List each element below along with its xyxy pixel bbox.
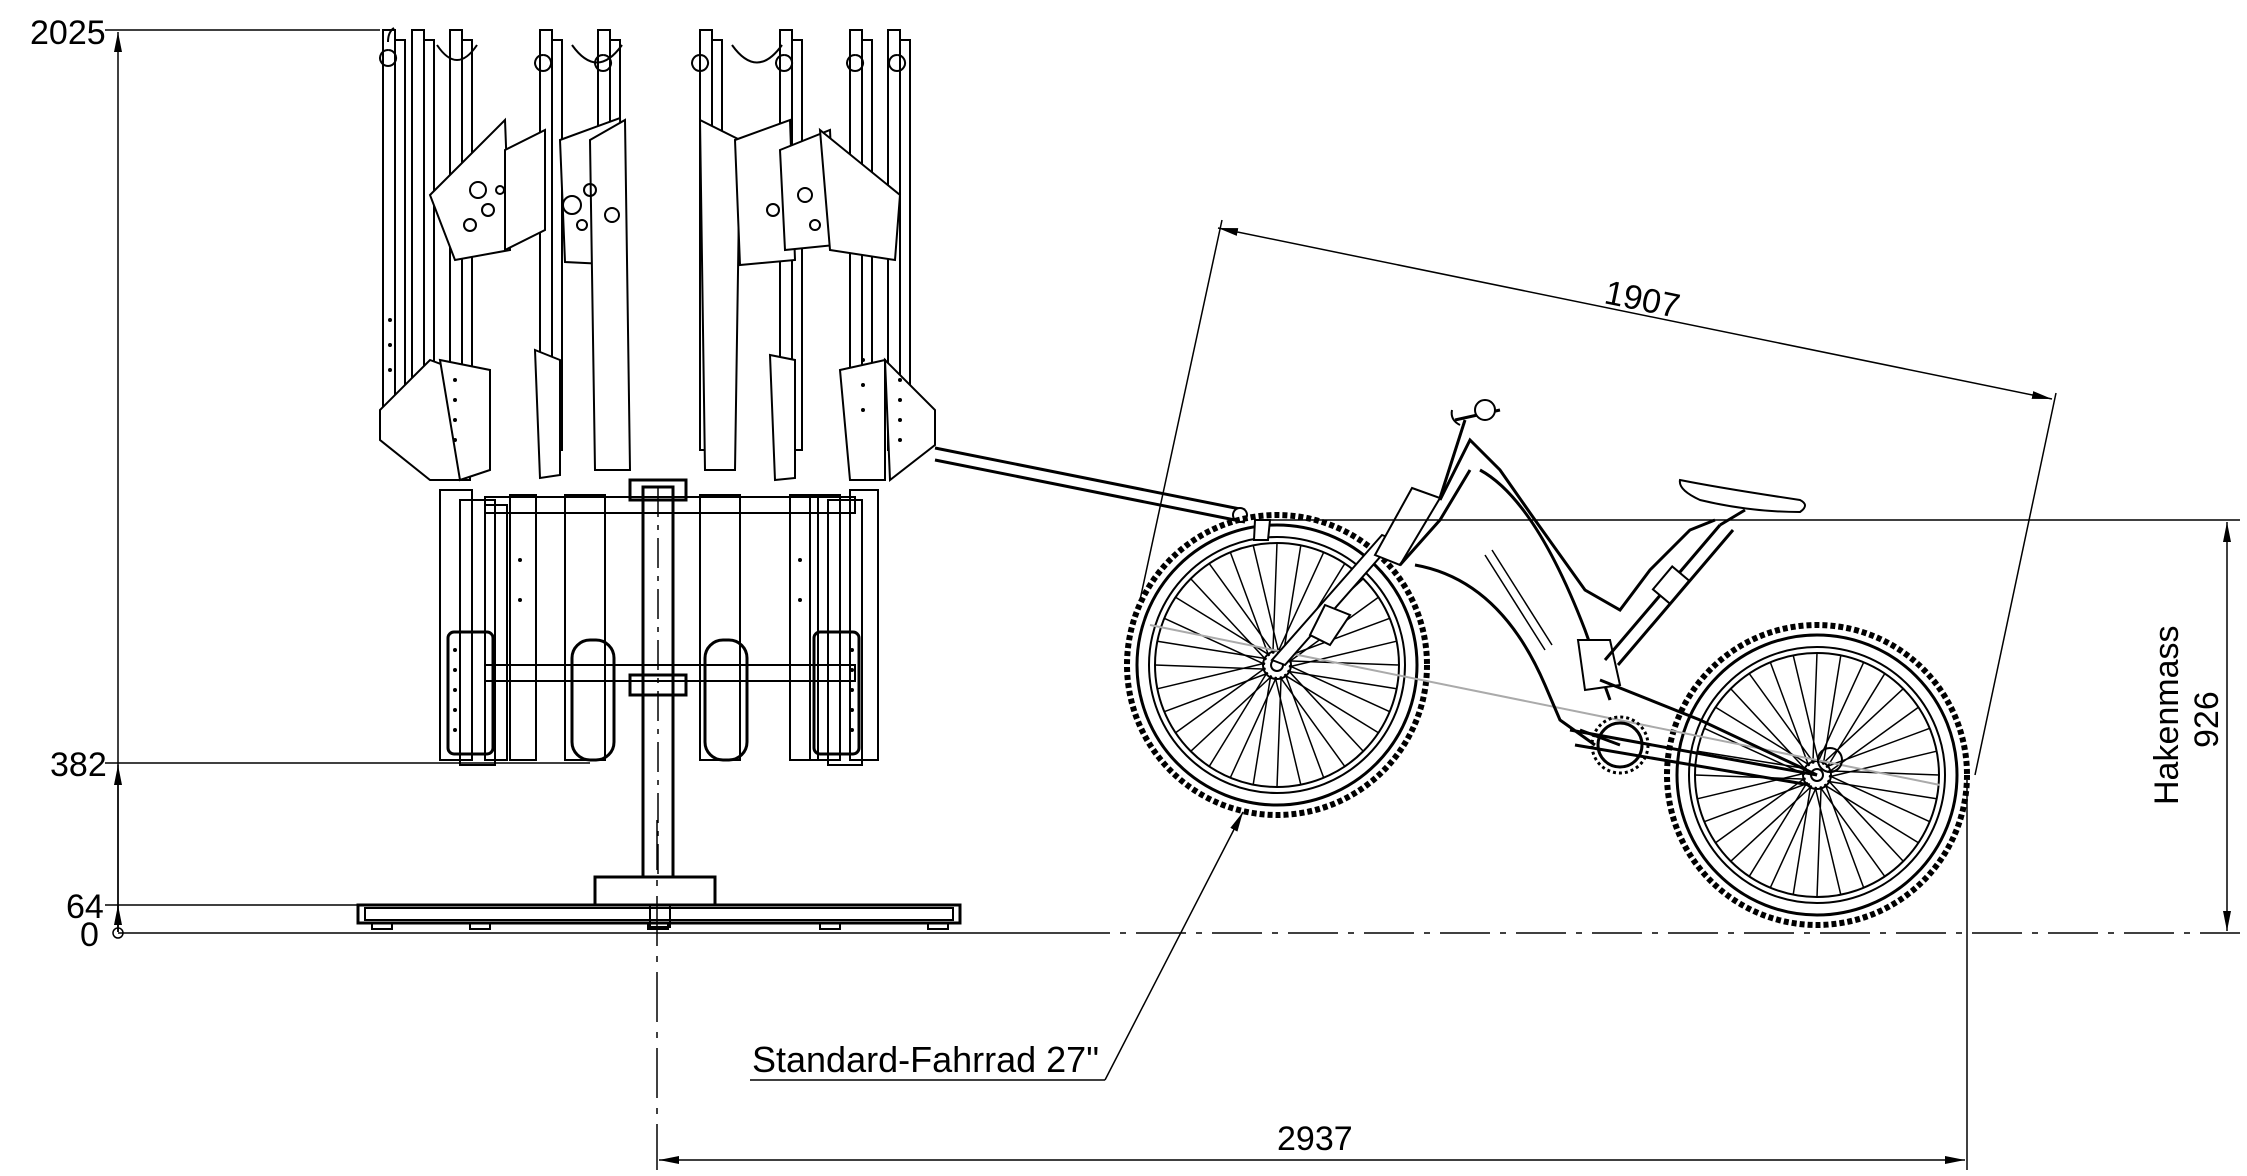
span-label: 2937 [1277, 1120, 1353, 1158]
wheel-spoke [1288, 660, 1400, 666]
wheel-spoke [1229, 552, 1270, 657]
wheel-spoke [1792, 785, 1812, 895]
bike-callout: Standard-Fahrrad 27" [750, 811, 1244, 1081]
wheel-spoke [1157, 662, 1266, 690]
wheel-spoke [1816, 661, 1865, 764]
hook-value-label: 926 [2188, 691, 2226, 748]
wheel-spoke [1828, 774, 1931, 823]
wheel-spoke [1819, 786, 1886, 877]
wheel-spoke [1288, 664, 1391, 713]
wheel-spoke [1285, 617, 1390, 658]
hook-dimension: Hakenmass 926 [1260, 519, 2240, 931]
wheel-spoke [1697, 750, 1807, 770]
wheel-spoke [1769, 662, 1810, 767]
wheel-spoke [1715, 777, 1806, 844]
wheel-spoke [1284, 673, 1325, 778]
wheel-spoke [1276, 676, 1282, 788]
wheel-spoke [1190, 675, 1273, 752]
wheel-spoke [1283, 674, 1379, 734]
wheel-spoke [1816, 786, 1822, 898]
height-base-label: 64 [66, 888, 104, 926]
wheel-spoke [1287, 669, 1364, 752]
wheel-spoke [1823, 784, 1919, 844]
wheel-spoke [1730, 688, 1807, 771]
wheel-spoke [1287, 670, 1397, 690]
wheel-spoke [1821, 688, 1904, 765]
bike-length-label: 1907 [1601, 274, 1683, 326]
height-total-label: 2025 [30, 14, 106, 52]
wheel-spoke [1279, 676, 1346, 767]
wheel-spoke [1730, 785, 1813, 862]
wheel-spoke [1252, 675, 1272, 785]
wheel-spoke [1822, 655, 1842, 765]
bike-callout-label: Standard-Fahrrad 27" [752, 1039, 1099, 1080]
wheel-spoke [1827, 780, 1937, 800]
wheel-spoke [1164, 672, 1269, 713]
span-dimension: 2937 [659, 780, 1968, 1170]
wheel-spoke [1154, 664, 1266, 670]
wheel-spoke [1274, 676, 1302, 785]
height-zero-label: 0 [80, 916, 99, 954]
bike-frame [1149, 399, 1941, 787]
bike [1124, 399, 1970, 928]
bike-length-dimension: 1907 [1139, 219, 2057, 776]
wheel-spoke [1252, 545, 1280, 654]
height-lower-label: 382 [50, 746, 107, 784]
wheel-spoke [1748, 673, 1815, 764]
wheel-spoke [1703, 727, 1806, 776]
wheel-spoke [1208, 563, 1275, 654]
wheel-spoke [1276, 551, 1325, 654]
wheel-spoke [1769, 786, 1818, 889]
wheel-spoke [1825, 727, 1930, 768]
wheel-spoke [1812, 652, 1818, 764]
wheel-spoke [1704, 782, 1809, 823]
wheel-spoke [1163, 617, 1266, 666]
wheel-spoke [1694, 774, 1806, 780]
wheel-spoke [1157, 640, 1267, 660]
wheel-spoke [1828, 750, 1937, 778]
wheel-spoke [1697, 772, 1806, 800]
wheel-spoke [1229, 676, 1278, 779]
wheel-spoke [1827, 779, 1904, 862]
wheel-spoke [1792, 655, 1820, 764]
wheel-spoke [1208, 671, 1268, 767]
wheel-spoke [1814, 786, 1842, 895]
hook-title-label: Hakenmass [2148, 625, 2186, 805]
wheel-spoke [1282, 545, 1302, 655]
ground-line [118, 820, 2240, 1170]
wheel-spoke [1828, 706, 1919, 773]
wheel-spoke [1824, 783, 1865, 888]
wheel-spoke [1826, 673, 1886, 769]
wheel-spoke [1288, 640, 1397, 668]
wheel-spoke [1175, 667, 1266, 734]
wheel-spoke [1272, 542, 1278, 654]
left-height-dimensions: 2025 382 64 0 [30, 14, 590, 954]
bike-carousel [356, 27, 1248, 930]
wheel-spoke [1748, 781, 1808, 877]
